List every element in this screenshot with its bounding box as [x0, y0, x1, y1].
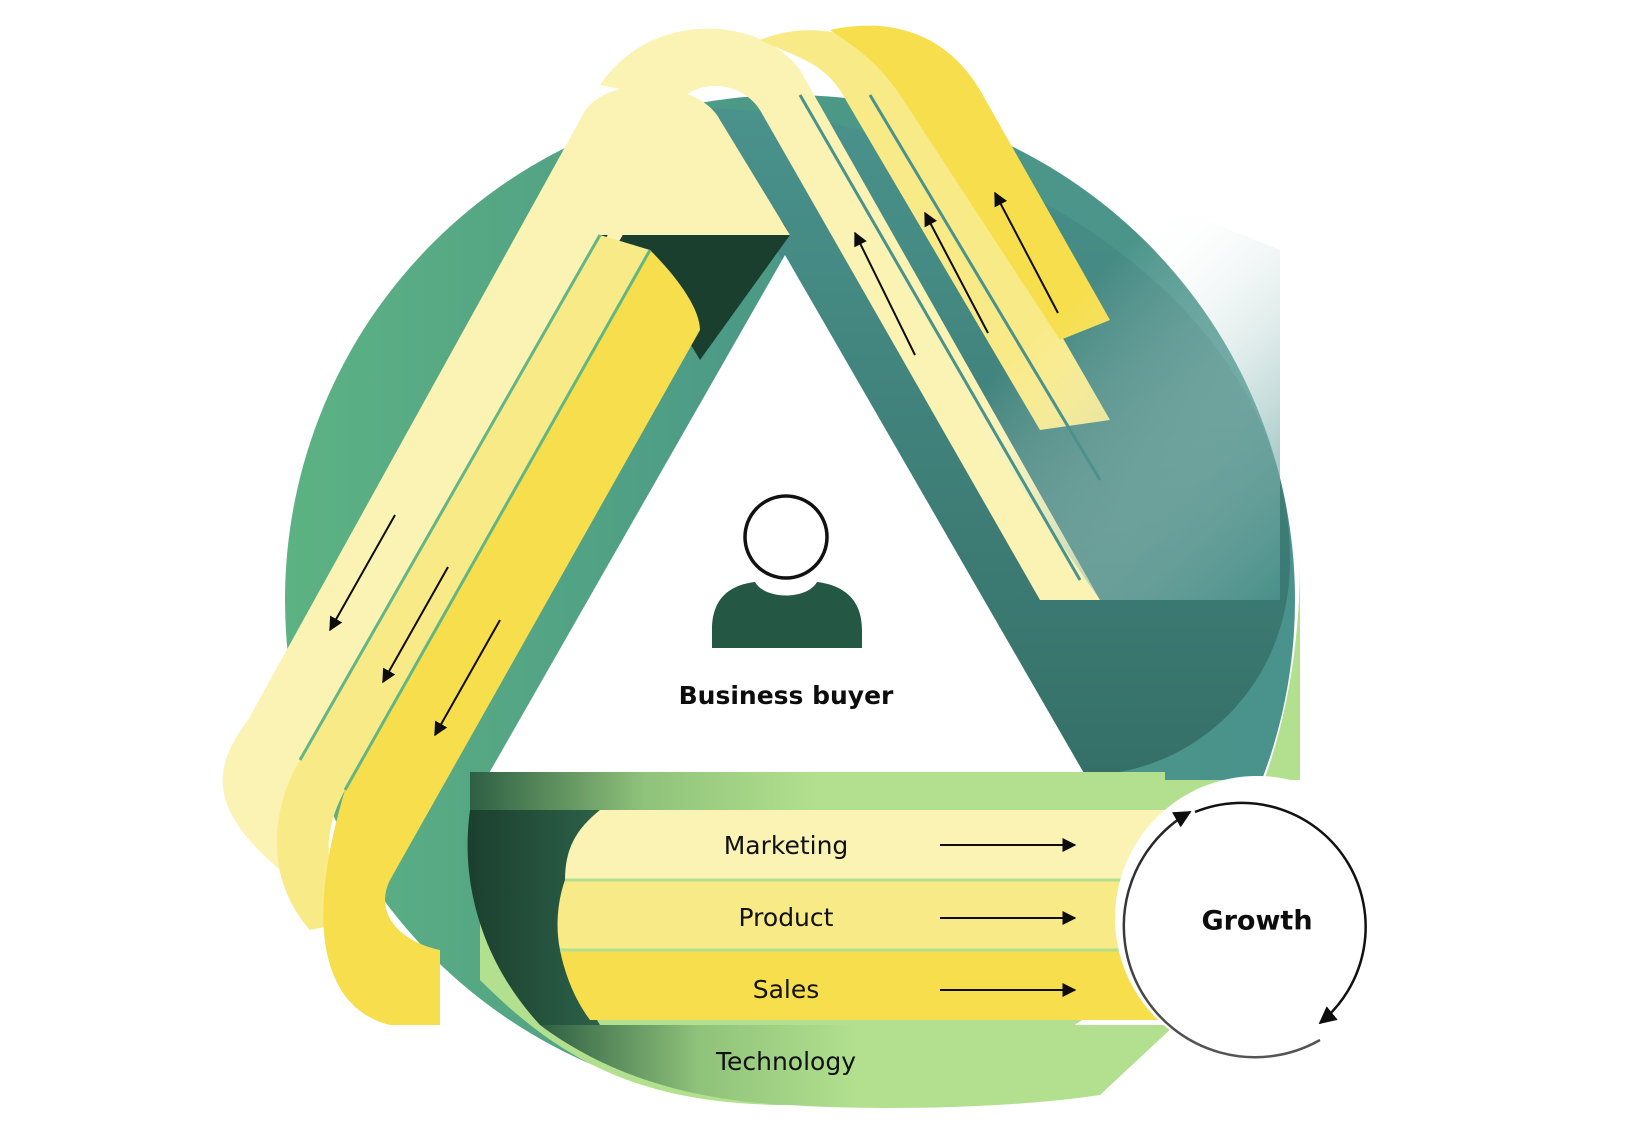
- person-head: [743, 494, 829, 580]
- right-arrows: [854, 191, 1059, 356]
- person-icon: [712, 494, 862, 648]
- down-arrow-3: [434, 619, 501, 737]
- band-label-product: Product: [739, 903, 834, 932]
- band-label-technology: Technology: [715, 1047, 856, 1076]
- up-arrow-2: [924, 211, 989, 334]
- band-label-marketing: Marketing: [724, 831, 849, 860]
- bottom-bands: [470, 772, 1175, 1108]
- left-band-group: [222, 86, 790, 1025]
- growth-cycle: Growth: [1115, 776, 1399, 1060]
- band-arrows: [940, 838, 1077, 997]
- left-arrows: [329, 514, 501, 737]
- up-arrow-3: [994, 191, 1059, 314]
- down-arrow-1: [329, 514, 396, 632]
- cycle-arc-top: [1194, 801, 1367, 1025]
- cycle-arc-bottom: [1122, 810, 1321, 1059]
- growth-label: Growth: [1201, 906, 1312, 937]
- business-buyer-label: Business buyer: [679, 681, 894, 710]
- band-label-sales: Sales: [753, 975, 820, 1004]
- down-arrow-2: [382, 566, 449, 684]
- up-arrow-1: [854, 231, 916, 356]
- person-body: [712, 582, 862, 648]
